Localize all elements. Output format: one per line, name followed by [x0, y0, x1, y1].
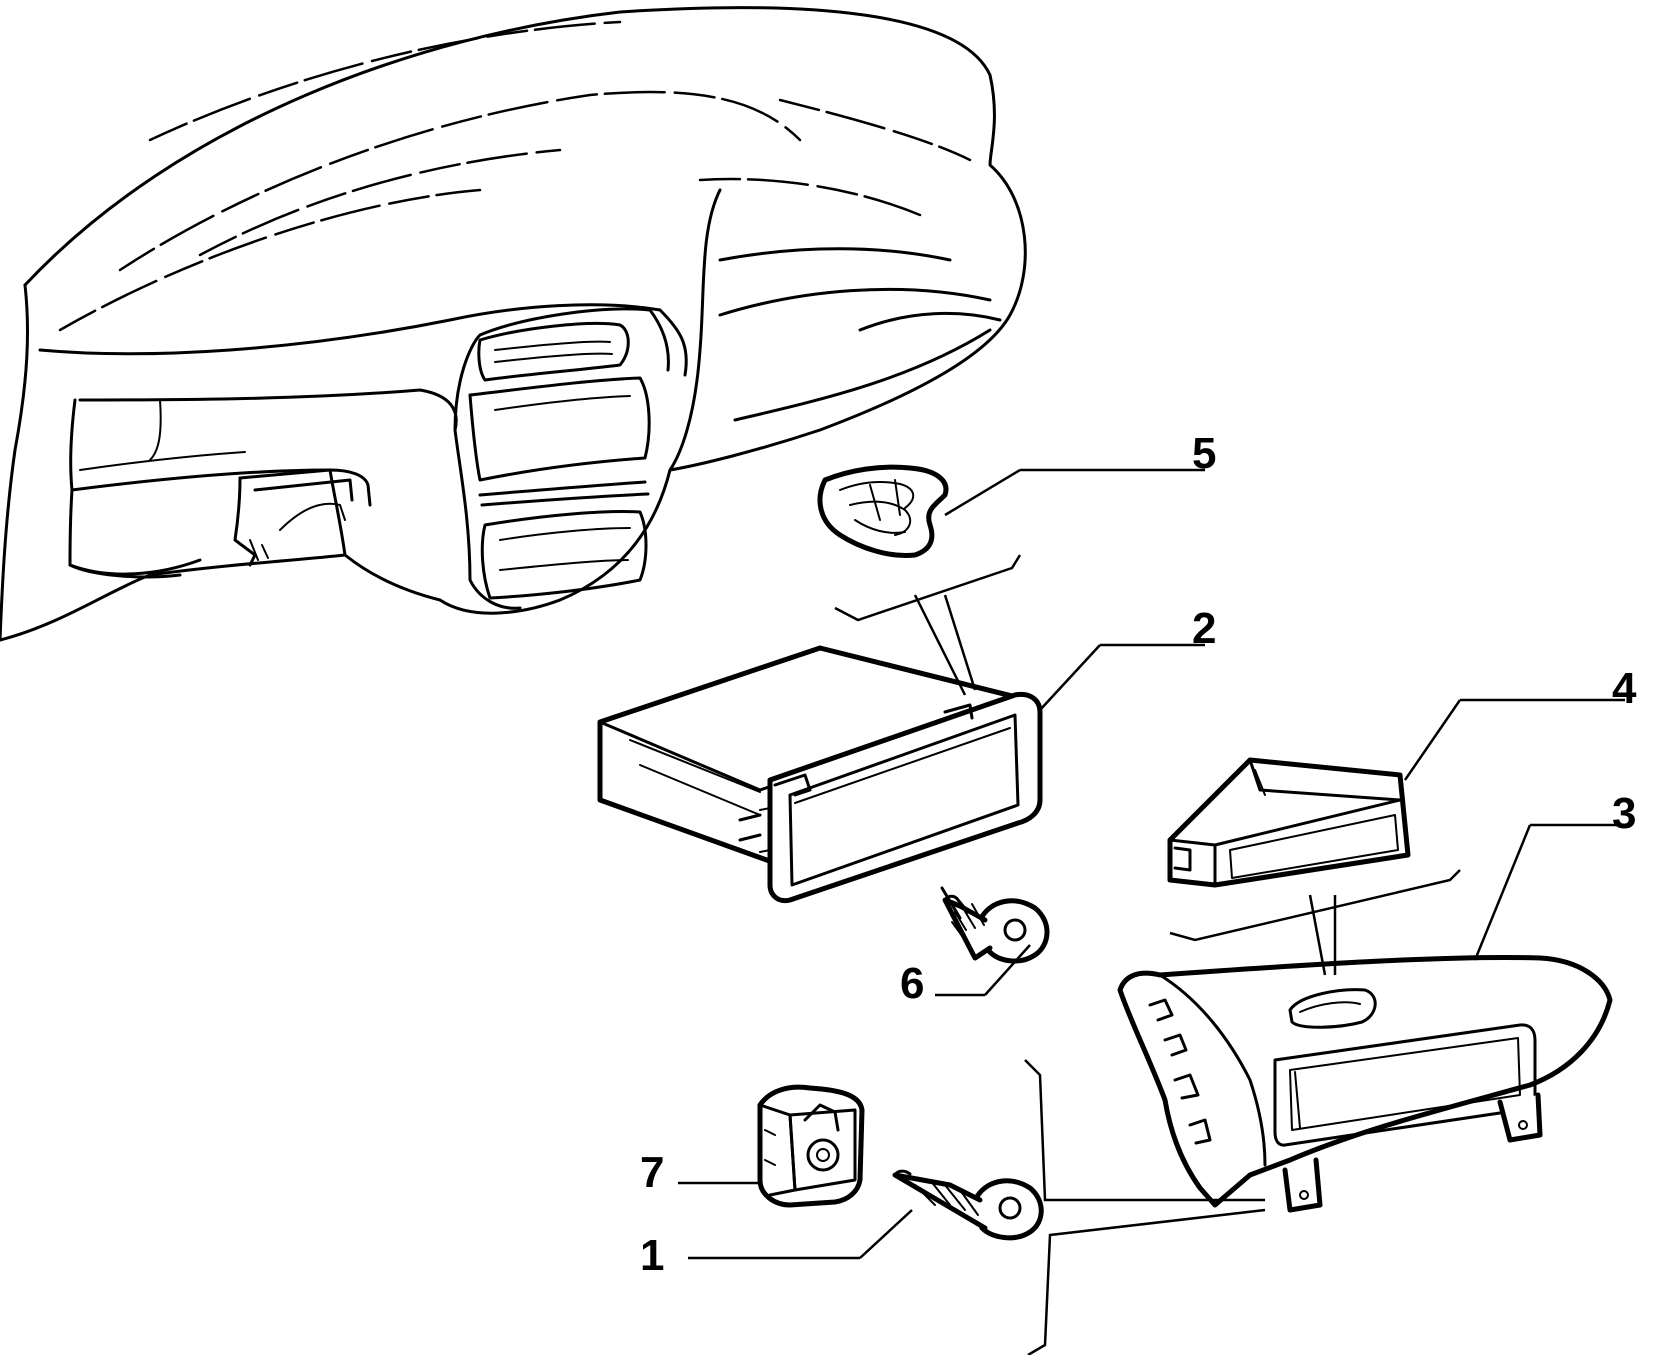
part-3-console-panel [1117, 954, 1613, 1213]
callout-6: 6 [900, 959, 924, 1008]
part-2-radio-housing [597, 645, 1043, 904]
callout-2: 2 [1192, 604, 1216, 653]
leader-lines [678, 468, 1625, 1355]
part-7-clip-nut [757, 1084, 865, 1208]
part-6-screw [940, 886, 1050, 964]
callout-1: 1 [640, 1231, 664, 1280]
callout-7: 7 [640, 1148, 664, 1197]
dashboard-assembly [0, 6, 1027, 642]
callout-5: 5 [1192, 429, 1216, 478]
callout-4: 4 [1612, 664, 1637, 713]
part-1-screw [892, 1169, 1044, 1241]
callout-labels: 5 2 4 3 6 7 1 [640, 429, 1637, 1280]
callout-3: 3 [1612, 789, 1636, 838]
part-4-trim-insert [1167, 757, 1411, 888]
part-5-bracket-clip [817, 464, 949, 559]
